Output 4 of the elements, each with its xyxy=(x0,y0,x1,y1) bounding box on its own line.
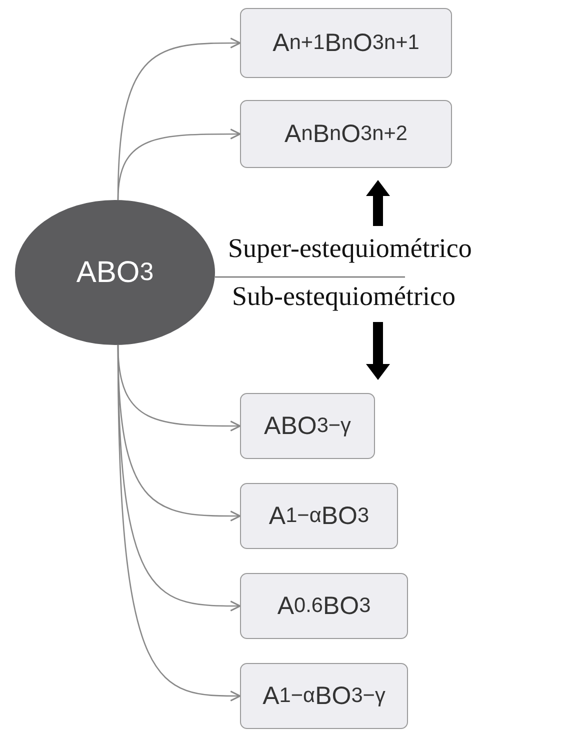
category-label: Sub-estequiométrico xyxy=(232,281,456,312)
category-label: Super-estequiométrico xyxy=(228,233,472,264)
arrow xyxy=(117,128,241,200)
arrow xyxy=(117,345,241,702)
